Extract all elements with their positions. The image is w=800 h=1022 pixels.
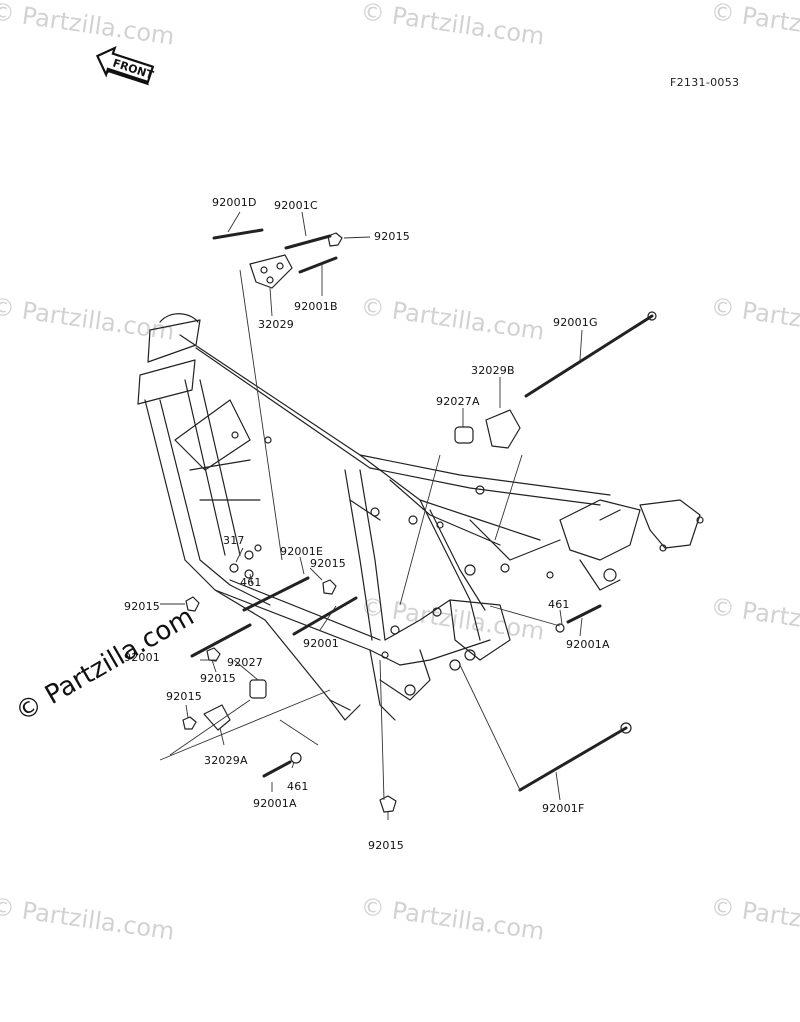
engine-bracket-32029 <box>249 254 293 289</box>
label-92001D: 92001D <box>212 196 257 209</box>
label-32029A: 32029A <box>204 754 248 767</box>
label-92001C: 92001C <box>274 199 318 212</box>
label-92027A: 92027A <box>436 395 480 408</box>
label-92001E: 92001E <box>280 545 324 558</box>
label-32029B: 32029B <box>471 364 515 377</box>
bolt-92001C <box>284 234 332 250</box>
nut-92015-bottom <box>379 795 397 813</box>
engine-bracket-32029A <box>203 704 231 731</box>
bolt-92001-upper <box>292 596 358 636</box>
bolt-92001B <box>298 256 338 274</box>
label-92015-bottom: 92015 <box>368 839 404 852</box>
bolt-92001E <box>242 576 310 612</box>
label-92001G: 92001G <box>553 316 598 329</box>
washer-461-left <box>244 569 254 579</box>
bolt-92001A-bottom <box>262 760 292 778</box>
label-92015-left: 92015 <box>124 600 160 613</box>
label-92001-b: 92001 <box>124 651 160 664</box>
engine-bracket-32029B <box>485 409 521 449</box>
bolt-92001G <box>524 314 654 398</box>
nut-92015-top <box>327 232 343 247</box>
label-92015-d: 92015 <box>166 690 202 703</box>
bolt-92001A-right <box>566 604 602 624</box>
collar-92027 <box>249 679 267 699</box>
label-92001A-bottom: 92001A <box>253 797 297 810</box>
washer-317 <box>229 563 239 573</box>
label-92001A-right: 92001A <box>566 638 610 651</box>
nut-92015-mid <box>322 579 337 595</box>
label-461-bottom: 461 <box>287 780 309 793</box>
label-92001B: 92001B <box>294 300 338 313</box>
bolt-92001D <box>212 228 264 240</box>
collar-92027A <box>454 426 474 444</box>
label-461-right: 461 <box>548 598 570 611</box>
washer-461-bottom <box>290 752 302 764</box>
label-32029: 32029 <box>258 318 294 331</box>
bolt-92001-lower <box>190 623 252 658</box>
label-92015-mid: 92015 <box>310 557 346 570</box>
label-92015-c: 92015 <box>200 672 236 685</box>
label-461-left: 461 <box>240 576 262 589</box>
label-317: 317 <box>223 534 245 547</box>
nut-92015-left <box>185 596 200 612</box>
label-92001: 92001 <box>303 637 339 650</box>
washer-461-right <box>555 623 565 633</box>
label-92027: 92027 <box>227 656 263 669</box>
diagram-code: F2131-0053 <box>670 76 740 89</box>
bolt-92001F <box>518 726 628 792</box>
steering-head <box>147 319 201 363</box>
label-92015-top: 92015 <box>374 230 410 243</box>
front-arrow-icon: FRONT <box>95 45 156 86</box>
label-92001F: 92001F <box>542 802 585 815</box>
